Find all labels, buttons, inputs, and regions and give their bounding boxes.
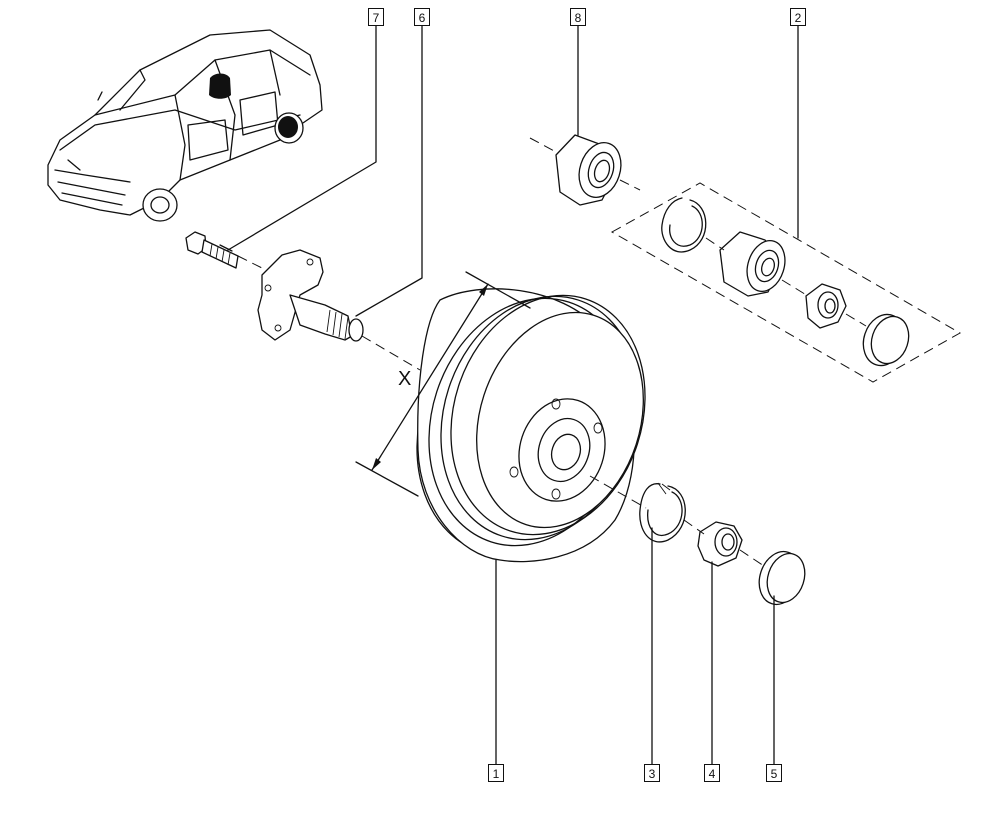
callout-1: 1 — [488, 764, 504, 782]
callout-3: 3 — [644, 764, 660, 782]
dust-cap — [758, 550, 806, 606]
dimension-x — [355, 271, 531, 497]
callout-2: 2 — [790, 8, 806, 26]
axis-lines — [237, 137, 867, 567]
callout-4: 4 — [704, 764, 720, 782]
leader-lines — [227, 25, 799, 765]
wheel-bearing — [555, 134, 622, 206]
callout-7: 7 — [368, 8, 384, 26]
bolt — [185, 231, 239, 269]
brake-drum — [416, 288, 646, 563]
circlip — [639, 482, 686, 543]
callout-5: 5 — [766, 764, 782, 782]
car-overview — [47, 29, 323, 222]
hub-nut — [697, 521, 743, 567]
callout-8: 8 — [570, 8, 586, 26]
dimension-label: X — [398, 368, 412, 390]
callout-6: 6 — [414, 8, 430, 26]
stub-axle-hub — [257, 249, 364, 342]
bearing-kit — [610, 182, 962, 383]
